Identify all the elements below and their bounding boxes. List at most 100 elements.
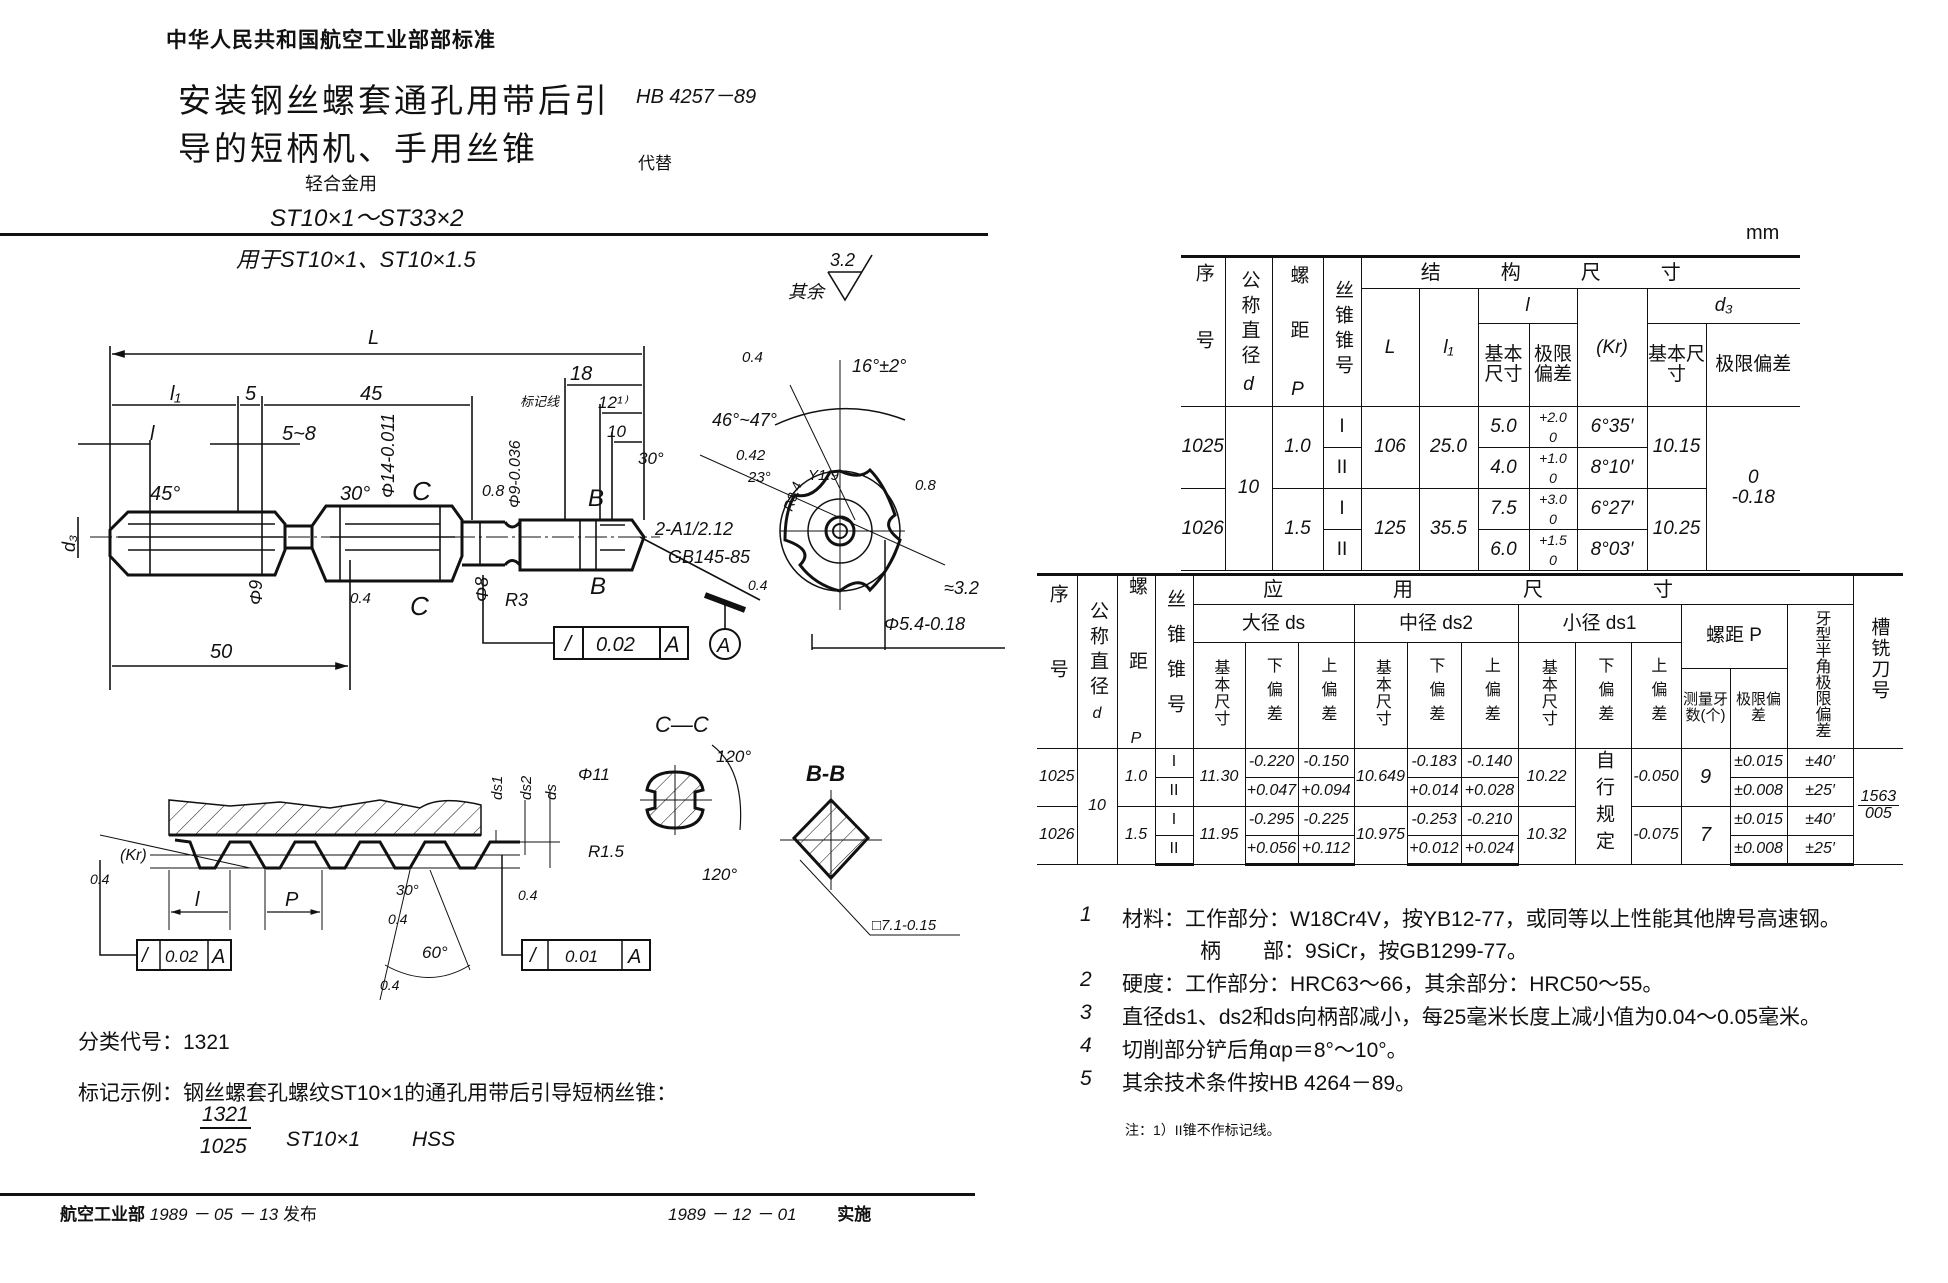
- header-nominal-symbol: d: [1243, 373, 1254, 395]
- cell-l-dev: +3.0 0: [1528, 487, 1578, 530]
- fcf-main-symbol: /: [563, 631, 573, 656]
- table-row: II +0.056 +0.112 +0.012 +0.024 ±0.008 ±2…: [1037, 834, 1903, 866]
- cell-half-angle: ±40′: [1786, 747, 1854, 778]
- cell-pitch: 1.0: [1271, 406, 1324, 489]
- thread-profile: [99, 790, 651, 1001]
- header-l-limit: 极限偏差: [1528, 323, 1578, 407]
- fcf-thread-datum: A: [211, 946, 225, 968]
- header-count: 测量牙数(个): [1681, 667, 1731, 749]
- header-half-angle: 牙型半角极限偏差: [1812, 609, 1830, 738]
- section-b-b: [780, 790, 960, 936]
- header-taper: 丝锥锥号: [1331, 279, 1353, 380]
- header-seq: 序号: [1192, 262, 1214, 397]
- dim-l: l: [150, 423, 155, 445]
- footer-effective-word: 实施: [837, 1205, 872, 1224]
- header-major-basic: 基本尺寸: [1211, 659, 1229, 728]
- cell-l-basic: 4.0: [1477, 446, 1530, 489]
- cell-major-upper: -0.150: [1297, 747, 1355, 778]
- header-l: l: [1477, 288, 1578, 324]
- cell-pd-lower: +0.012: [1406, 834, 1462, 866]
- note-number: 5: [1080, 1067, 1092, 1090]
- cell-minor: 10.32: [1517, 805, 1576, 865]
- header-pitch-p: 螺距 P: [1680, 604, 1788, 669]
- radius-r15: R1.5: [588, 842, 624, 861]
- cutter-numerator: 1563: [1857, 788, 1900, 807]
- issuing-organization: 中华人民共和国航空工业部部标准: [166, 29, 496, 52]
- tol-upper: +1.0: [1539, 449, 1567, 466]
- cell-seq: 1025: [1181, 406, 1226, 489]
- dim-phi9: Φ9: [246, 580, 266, 605]
- section-mark-c-bottom: C: [410, 591, 429, 621]
- cell-major: 11.30: [1192, 747, 1246, 807]
- header-kr: (Kr): [1576, 288, 1648, 407]
- note-1b: 柄 部：9SiCr，按GB1299-77。: [1080, 935, 1900, 963]
- angle-120-bottom: 120°: [702, 865, 737, 884]
- header-nominal: 公称直径: [1086, 601, 1108, 701]
- thread-dim-p: P: [285, 889, 299, 911]
- header-pd-basic: 基本尺寸: [1372, 659, 1390, 728]
- cell-pitch: 1.0: [1116, 747, 1156, 807]
- cell-pitch-dev: ±0.008: [1729, 834, 1788, 866]
- dim-45: 45: [360, 383, 383, 405]
- dim-L: L: [368, 327, 379, 349]
- cell-minor-lower: 自行规定: [1592, 749, 1614, 858]
- tol-upper: +3.0: [1539, 490, 1567, 507]
- header-d3-limit: 极限偏差: [1705, 323, 1801, 407]
- cell-pitch: 1.5: [1271, 487, 1324, 571]
- header-L: L: [1361, 288, 1420, 407]
- cell-pd-upper: +0.024: [1460, 834, 1519, 866]
- dim-ds2: ds2: [518, 775, 535, 800]
- cell-major-upper: +0.112: [1297, 834, 1355, 866]
- cell-pitch-dev: ±0.008: [1729, 776, 1788, 807]
- header-seq: 序号: [1046, 584, 1068, 735]
- marking-spec: ST10×1: [286, 1128, 361, 1151]
- tol-lower: 0: [1549, 551, 1557, 568]
- title-line-2: 导的短柄机、手用丝锥: [178, 129, 538, 168]
- roughness-08: 0.8: [482, 483, 504, 500]
- end-view-roughness-08: 0.8: [915, 477, 937, 494]
- cell-taper: I: [1322, 406, 1362, 448]
- roughness-04-datum: 0.4: [748, 577, 768, 593]
- note-text: 材料：工作部分：W18Cr4V，按YB12-77，或同等以上性能其他牌号高速钢。: [1122, 908, 1841, 931]
- thread-roughness-a: 0.4: [90, 871, 110, 887]
- marking-denominator: 1025: [200, 1135, 247, 1158]
- cell-kr: 6°27′: [1576, 487, 1648, 530]
- cell-taper: II: [1155, 776, 1194, 807]
- cell-pd: 10.649: [1353, 747, 1408, 807]
- cell-major-lower: -0.295: [1244, 805, 1299, 836]
- cell-seq: 1026: [1181, 487, 1226, 571]
- cell-taper: II: [1323, 446, 1362, 489]
- thread-roughness-d: 0.4: [518, 887, 538, 903]
- tol-upper: +2.0: [1539, 409, 1567, 425]
- cell-kr: 6°35′: [1576, 406, 1648, 448]
- tol-lower: 0: [1549, 510, 1557, 527]
- section-c-c: [640, 744, 742, 835]
- marking-example-label: 标记示例：钢丝螺套孔螺纹ST10×1的通孔用带后引导短柄丝锥：: [78, 1082, 678, 1105]
- angle-30: 30°: [340, 483, 370, 505]
- roughness-rest-label: 其余: [788, 282, 826, 302]
- cell-d3: 10.15: [1646, 406, 1707, 489]
- header-application-dims: 应用尺寸: [1263, 578, 1784, 601]
- roughness-rest-value: 3.2: [830, 250, 855, 270]
- fcf-thread-symbol: /: [140, 945, 150, 967]
- center-hole-standard: GB145-85: [668, 547, 751, 567]
- tol-lower: 0: [1549, 428, 1557, 445]
- table-row: 1026 1.5 I 11.95 -0.295 -0.225 10.975 -0…: [1037, 805, 1903, 865]
- replaces-label: 代替: [638, 154, 672, 173]
- cell-d3-dev: 0-0.18: [1705, 406, 1801, 571]
- footer-issue-date: 1989 － 05 － 13: [149, 1205, 279, 1224]
- dim-phi8: Φ8: [472, 577, 492, 602]
- thread-roughness-b: 0.4: [388, 911, 408, 927]
- cell-pd-upper: -0.210: [1460, 805, 1519, 836]
- fcf-diameter-symbol: /: [528, 945, 538, 967]
- footer-rule: [0, 1193, 975, 1196]
- cutter-denominator: 005: [1865, 805, 1892, 823]
- angle-45: 45°: [150, 483, 180, 505]
- header-structure-dims: 结构尺寸: [1420, 261, 1741, 284]
- thread-angle-30: 30°: [396, 882, 419, 899]
